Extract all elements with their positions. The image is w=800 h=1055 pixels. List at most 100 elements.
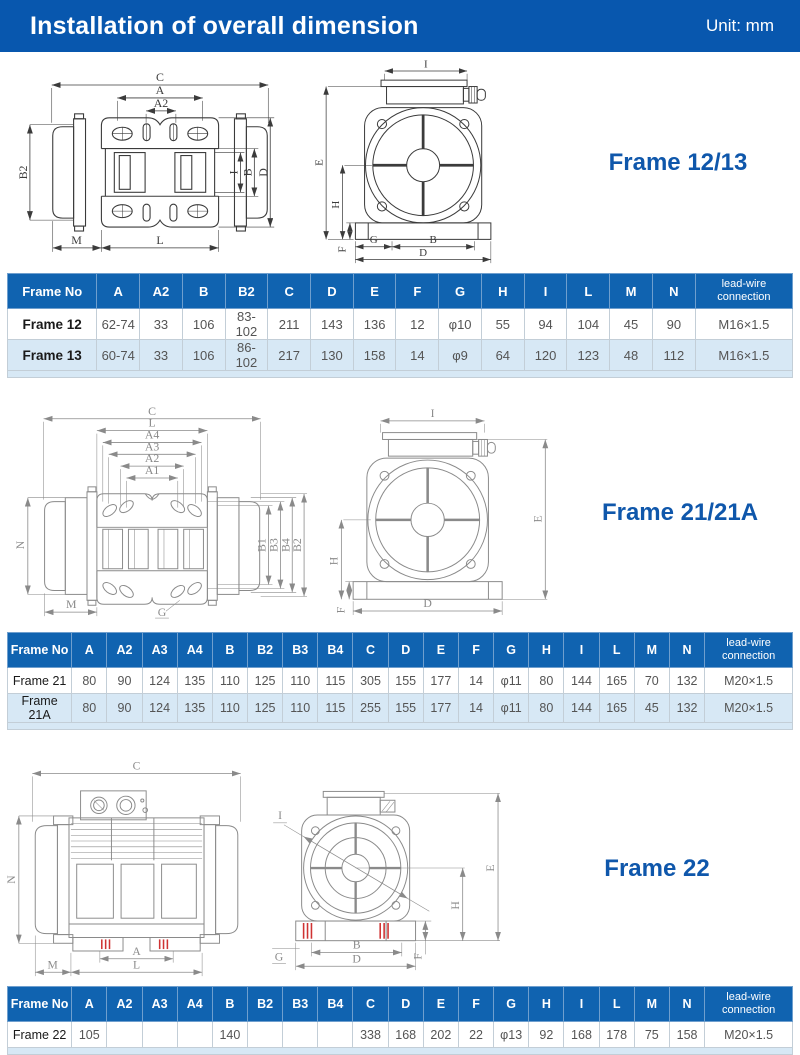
dim-column-header: A xyxy=(96,273,141,309)
dim-label-B2: B2 xyxy=(290,538,304,552)
dim-value-cell: φ13 xyxy=(493,1021,530,1048)
dim-value-cell: 80 xyxy=(528,693,565,723)
dim-value-cell: 14 xyxy=(457,693,495,723)
dim-column-header: F xyxy=(395,273,440,309)
dim-label-G: G xyxy=(275,950,284,963)
dim-label-G: G xyxy=(370,234,378,246)
frame-no-header: Frame No xyxy=(6,632,73,668)
dim-label-M: M xyxy=(47,958,57,971)
dim-label-A2: A2 xyxy=(154,96,169,110)
dim-value-cell: M20×1.5 xyxy=(704,693,793,723)
dim-value-cell xyxy=(317,1021,354,1048)
dim-label-F: F xyxy=(334,606,347,613)
dim-column-header: B3 xyxy=(282,632,319,668)
dim-label-I: I xyxy=(226,170,240,174)
table-bottom-strip xyxy=(7,371,793,378)
dim-column-header: C xyxy=(352,986,389,1022)
dim-column-header: B2 xyxy=(246,632,284,668)
dim-value-cell: 217 xyxy=(267,339,312,371)
dim-column-header: G xyxy=(493,632,530,668)
dim-value-cell: 105 xyxy=(71,1021,108,1048)
dim-column-header: L xyxy=(598,632,635,668)
dim-value-cell: 60-74 xyxy=(96,339,141,371)
dim-label-A3: A3 xyxy=(145,439,160,453)
dim-value-cell: 135 xyxy=(176,693,213,723)
title-bar: Installation of overall dimension Unit: … xyxy=(0,0,800,52)
table-bottom-strip xyxy=(7,1048,793,1055)
dim-column-header: A xyxy=(71,632,108,668)
frame-21-label: Frame 21/21A xyxy=(601,499,759,526)
dim-label-L: L xyxy=(156,233,163,247)
frame-name-cell: Frame 21A xyxy=(6,693,73,723)
dim-label-G: G xyxy=(158,605,167,619)
frame-no-header: Frame No xyxy=(6,986,73,1022)
dim-value-cell: M20×1.5 xyxy=(704,1021,793,1048)
dim-value-cell: 178 xyxy=(598,1021,635,1048)
dim-column-header: I xyxy=(563,986,600,1022)
dim-value-cell: 70 xyxy=(633,667,670,694)
frame-22-drawings: C N A L M I E xyxy=(0,760,800,978)
frame-12-13-drawings: C A A2 I B D B2 M L I xyxy=(0,60,800,265)
dim-column-header: A3 xyxy=(141,986,178,1022)
dim-value-cell: 165 xyxy=(598,667,635,694)
dim-label-L: L xyxy=(133,958,140,971)
table-bottom-strip xyxy=(7,723,793,730)
dim-value-cell: 124 xyxy=(141,693,178,723)
page-title: Installation of overall dimension xyxy=(30,11,419,40)
dim-value-cell: 144 xyxy=(563,667,600,694)
dim-value-cell xyxy=(176,1021,213,1048)
dim-value-cell: 132 xyxy=(668,667,706,694)
dim-value-cell: 106 xyxy=(181,308,226,340)
dim-value-cell xyxy=(106,1021,143,1048)
dim-value-cell xyxy=(246,1021,284,1048)
frame-name-cell: Frame 22 xyxy=(6,1021,73,1048)
dim-column-header: M xyxy=(633,632,670,668)
lead-wire-header: lead-wire connection xyxy=(704,632,793,668)
dim-value-cell: 115 xyxy=(317,667,354,694)
dim-column-header: B4 xyxy=(317,632,354,668)
dim-column-header: B xyxy=(181,273,226,309)
dim-value-cell: 106 xyxy=(181,339,226,371)
dim-value-cell: 80 xyxy=(71,693,108,723)
dim-label-M: M xyxy=(71,233,82,247)
dim-value-cell: 132 xyxy=(668,693,706,723)
dim-value-cell: 202 xyxy=(422,1021,459,1048)
dim-label-D: D xyxy=(419,247,427,259)
dim-column-header: M xyxy=(633,986,670,1022)
dim-label-B2: B2 xyxy=(16,165,30,179)
dim-value-cell: 14 xyxy=(395,339,440,371)
frame-12-13-label: Frame 12/13 xyxy=(608,148,748,176)
dim-value-cell: 62-74 xyxy=(96,308,141,340)
frame-12-13-end-drawing: I E H F G B D xyxy=(313,60,492,264)
dim-value-cell: 125 xyxy=(246,693,284,723)
dim-column-header: B xyxy=(211,986,249,1022)
dim-label-A4: A4 xyxy=(145,428,160,442)
dim-value-cell: 94 xyxy=(523,308,568,340)
dim-label-D: D xyxy=(423,597,432,610)
dim-label-A1: A1 xyxy=(145,463,160,477)
dim-label-A: A xyxy=(132,945,141,958)
dim-column-header: A2 xyxy=(106,632,143,668)
dim-value-cell: 110 xyxy=(211,693,249,723)
dim-column-header: B3 xyxy=(282,986,319,1022)
frame-name-cell: Frame 12 xyxy=(6,308,98,340)
dim-value-cell: φ11 xyxy=(493,693,530,723)
frame-name-cell: Frame 21 xyxy=(6,667,73,694)
dim-value-cell: 140 xyxy=(211,1021,249,1048)
dim-value-cell: 80 xyxy=(71,667,108,694)
dim-column-header: L xyxy=(598,986,635,1022)
dim-value-cell: 48 xyxy=(609,339,653,371)
dim-column-header: G xyxy=(438,273,482,309)
dim-label-B: B xyxy=(430,234,437,246)
dim-value-cell: 305 xyxy=(352,667,389,694)
dim-column-header: C xyxy=(352,632,389,668)
dim-label-E: E xyxy=(531,515,544,522)
dim-value-cell: 123 xyxy=(566,339,611,371)
